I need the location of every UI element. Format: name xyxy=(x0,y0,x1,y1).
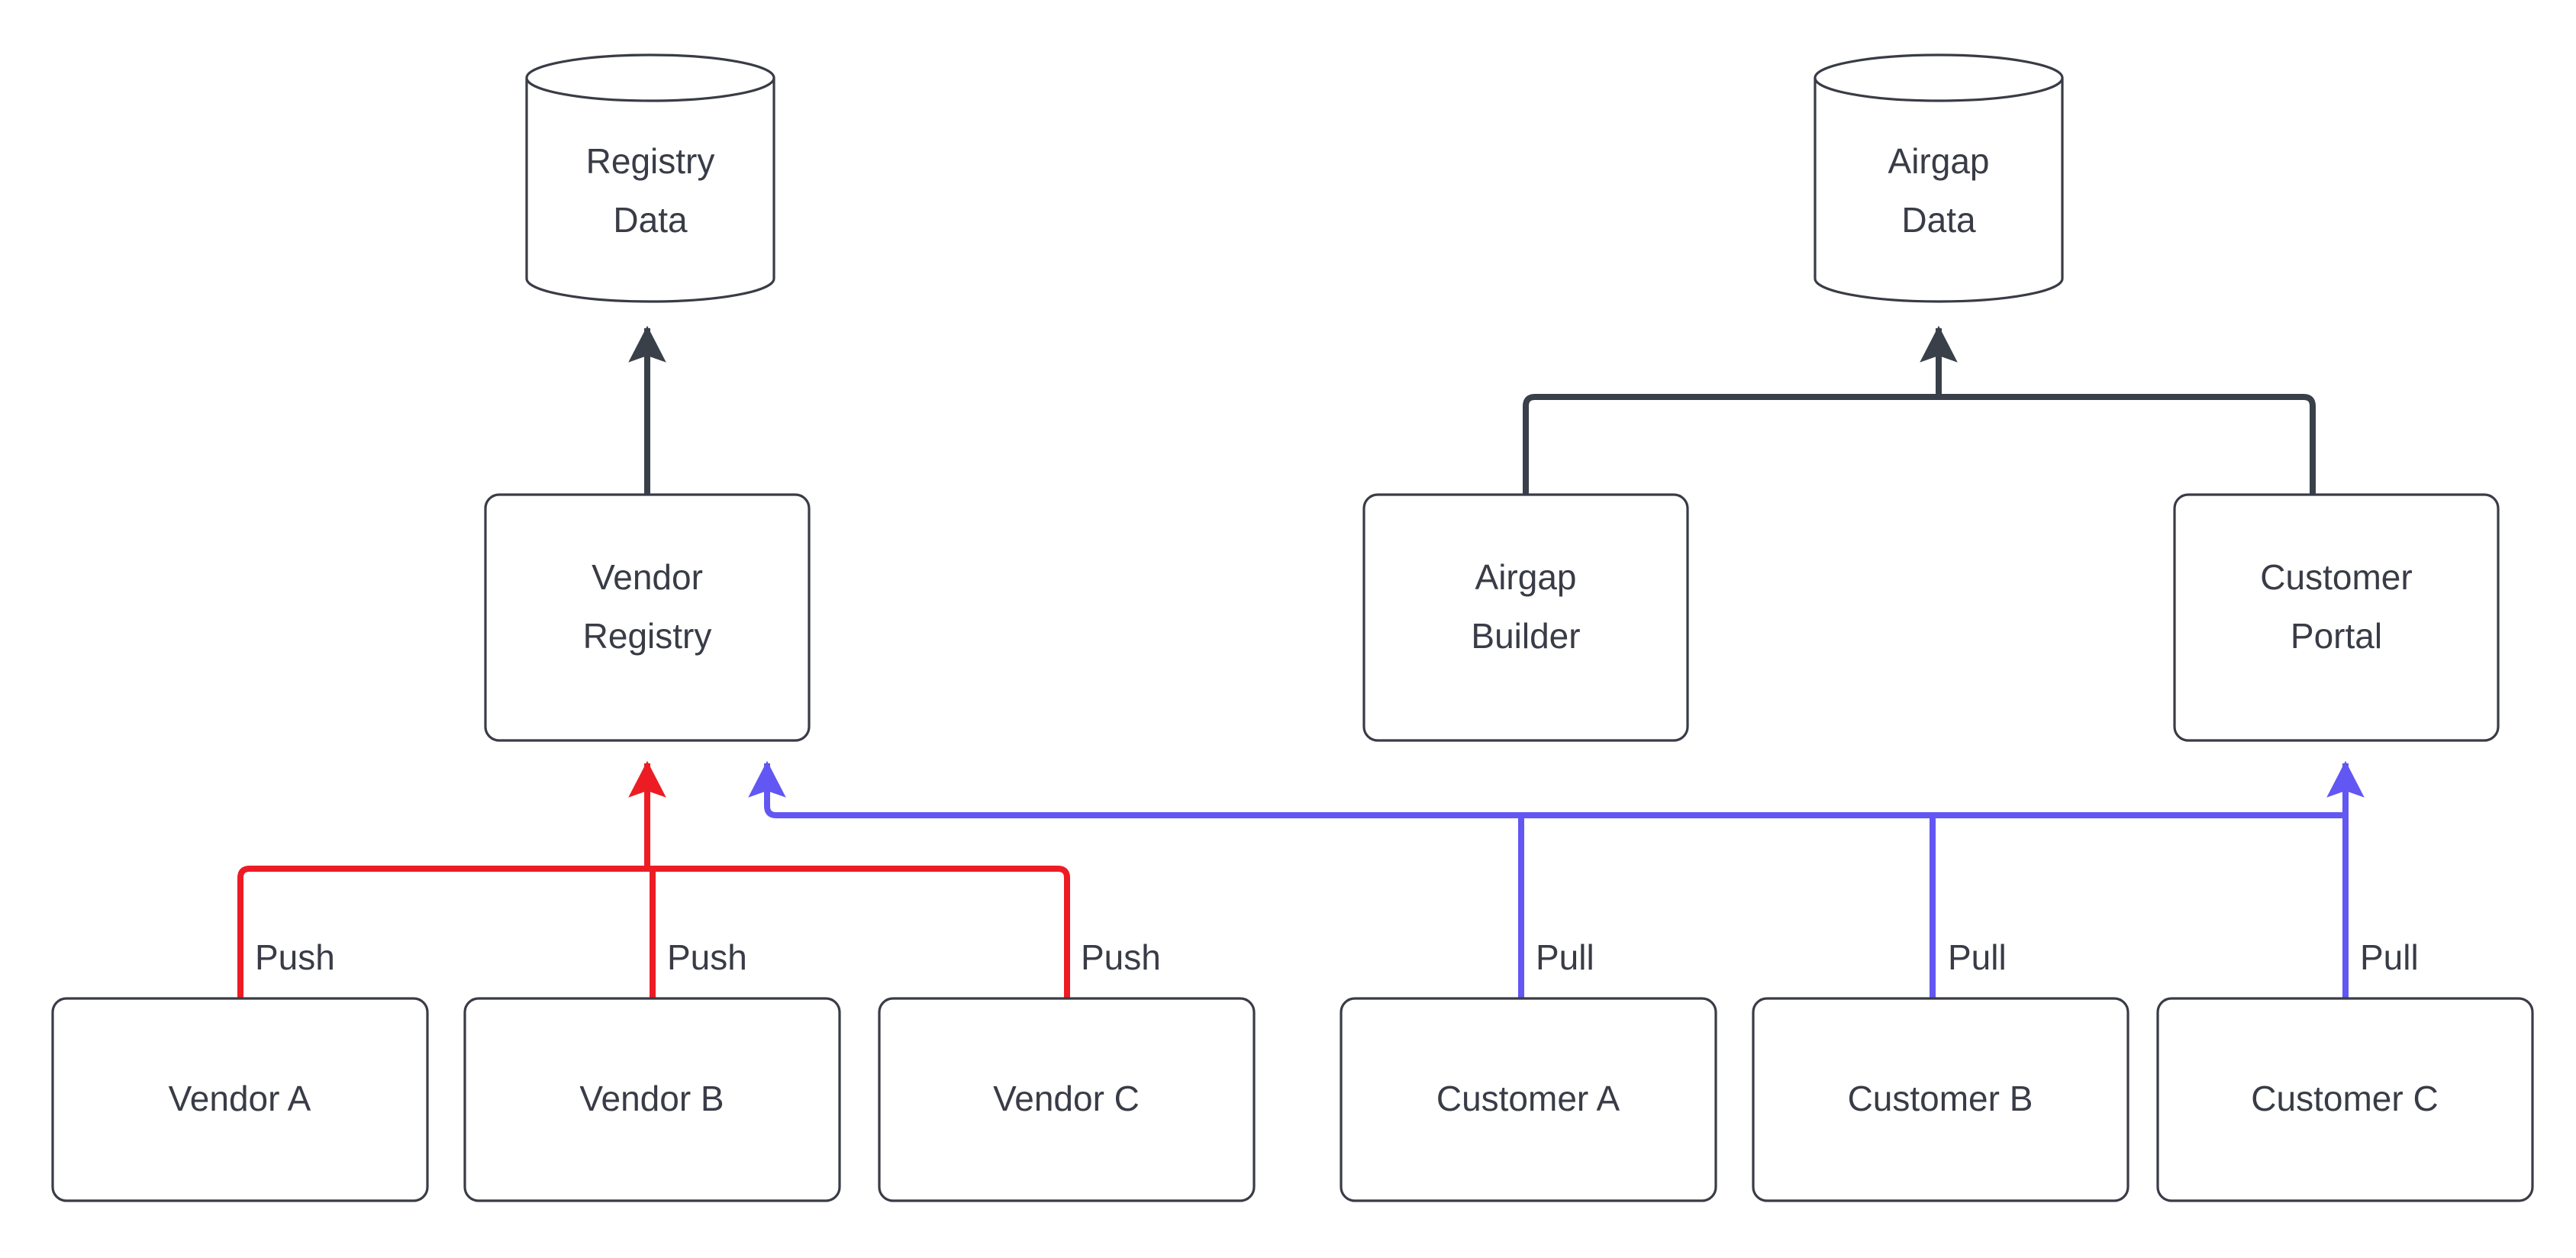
edge-label-pull-2: Pull xyxy=(1948,937,2007,977)
edge-airgap-builder-to-airgap-data xyxy=(1523,394,1939,495)
airgap-data-label-line2: Data xyxy=(1901,200,1976,240)
edge-customer-portal-to-airgap-data xyxy=(1939,394,2316,495)
customer-portal-label-line2: Portal xyxy=(2291,616,2382,656)
node-customer-b[interactable]: Customer B xyxy=(1752,997,2129,1202)
customer-portal-label-line1: Customer xyxy=(2260,557,2412,597)
edge-label-push-3: Push xyxy=(1081,937,1161,977)
edge-push-bus xyxy=(237,760,1070,998)
edge-label-push-1: Push xyxy=(255,937,335,977)
vendor-c-label: Vendor C xyxy=(993,1079,1140,1118)
vendor-registry-label-line2: Registry xyxy=(583,616,712,656)
airgap-data-label-line1: Airgap xyxy=(1888,141,1990,181)
node-vendor-c[interactable]: Vendor C xyxy=(878,997,1256,1202)
edge-label-push-2: Push xyxy=(667,937,747,977)
node-customer-a[interactable]: Customer A xyxy=(1340,997,1717,1202)
node-vendor-b[interactable]: Vendor B xyxy=(463,997,841,1202)
customer-a-label: Customer A xyxy=(1436,1079,1620,1118)
airgap-builder-label-line2: Builder xyxy=(1471,616,1580,656)
registry-data-label-line2: Data xyxy=(613,200,688,240)
node-vendor-registry[interactable]: Vendor Registry xyxy=(484,493,811,742)
edge-label-pull-3: Pull xyxy=(2360,937,2419,977)
vendor-b-label: Vendor B xyxy=(579,1079,724,1118)
edge-pull-bus xyxy=(748,760,2365,998)
node-airgap-data[interactable]: Airgap Data xyxy=(1814,53,2064,303)
node-customer-portal[interactable]: Customer Portal xyxy=(2173,493,2500,742)
customer-b-label: Customer B xyxy=(1848,1079,2033,1118)
airgap-builder-label-line1: Airgap xyxy=(1475,557,1577,597)
edge-label-pull-1: Pull xyxy=(1536,937,1594,977)
node-customer-c[interactable]: Customer C xyxy=(2156,997,2534,1202)
node-airgap-builder[interactable]: Airgap Builder xyxy=(1362,493,1689,742)
node-registry-data[interactable]: Registry Data xyxy=(525,53,775,303)
vendor-registry-label-line1: Vendor xyxy=(592,557,703,597)
vendor-a-label: Vendor A xyxy=(169,1079,311,1118)
customer-c-label: Customer C xyxy=(2251,1079,2438,1118)
registry-data-label-line1: Registry xyxy=(586,141,715,181)
node-vendor-a[interactable]: Vendor A xyxy=(51,997,429,1202)
